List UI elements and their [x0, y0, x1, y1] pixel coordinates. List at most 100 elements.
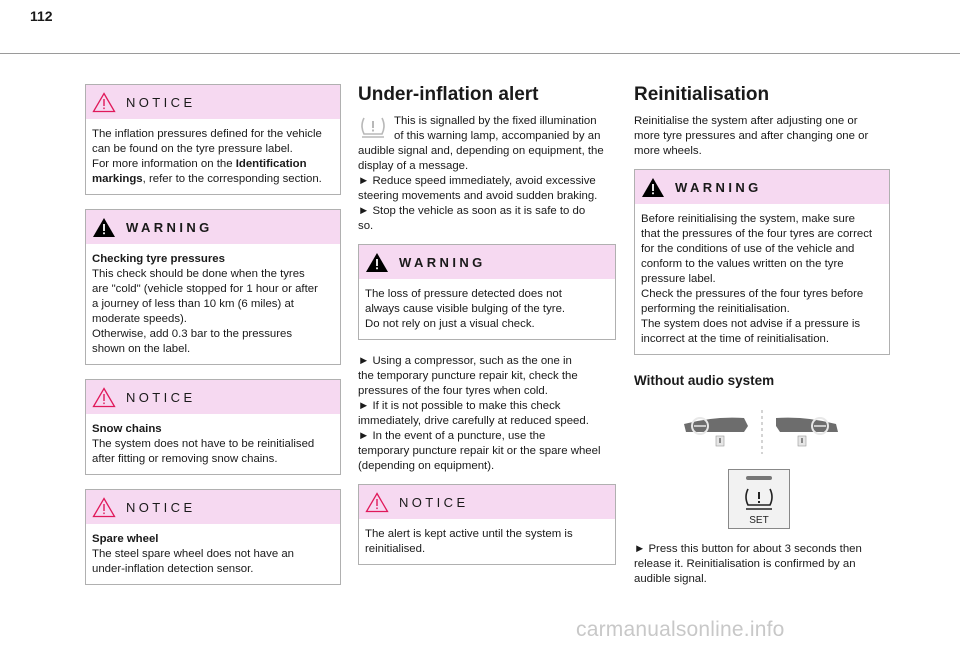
- column-2: Under-inflation alert This is signalled …: [358, 84, 616, 579]
- notice-header: NOTICE: [86, 490, 340, 524]
- box-heading: Checking tyre pressures: [92, 253, 225, 265]
- text-line: after fitting or removing snow chains.: [92, 453, 278, 465]
- notice-box-alert-active: NOTICE The alert is kept active until th…: [358, 484, 616, 565]
- text-line: The steel spare wheel does not have an: [92, 548, 295, 560]
- set-button-illustration: SET: [728, 469, 790, 529]
- notice-body: The alert is kept active until the syste…: [359, 519, 615, 564]
- warning-box-reinitialise: WARNING Before reinitialising the system…: [634, 169, 890, 355]
- warning-title: WARNING: [126, 219, 213, 235]
- text-line: Do not rely on just a visual check.: [365, 318, 535, 330]
- text-line: Before reinitialising the system, make s…: [641, 213, 855, 225]
- watermark: carmanualsonline.info: [576, 618, 785, 641]
- header-rule: [0, 53, 960, 54]
- text-line: Otherwise, add 0.3 bar to the pressures: [92, 328, 293, 340]
- warning-triangle-icon: [366, 252, 388, 272]
- notice-box-snow-chains: NOTICE Snow chains The system does not h…: [85, 379, 341, 475]
- subheading-without-audio: Without audio system: [634, 373, 775, 388]
- text-line: release it. Reinitialisation is confirme…: [634, 558, 856, 570]
- text-line: ► Reduce speed immediately, avoid excess…: [358, 175, 596, 187]
- text-span: , refer to the corresponding section.: [142, 173, 322, 185]
- text-line: The alert is kept active until the syste…: [365, 528, 573, 540]
- notice-triangle-icon: [365, 491, 389, 512]
- section-title-reinitialisation: Reinitialisation: [634, 84, 770, 105]
- text-line: Reinitialise the system after adjusting …: [634, 115, 858, 127]
- text-line: conform to the values written on the tyr…: [641, 258, 844, 270]
- notice-body: Snow chains The system does not have to …: [86, 414, 340, 474]
- dashboard-location-diagram: [684, 410, 838, 454]
- set-label: SET: [749, 515, 768, 526]
- text-line: For more information on the Identificati…: [92, 157, 334, 172]
- text-line: can be found on the tyre pressure label.: [92, 143, 293, 155]
- text-line: more wheels.: [634, 145, 702, 157]
- box-heading: Spare wheel: [92, 533, 159, 545]
- warning-box-pressure-loss: WARNING The loss of pressure detected do…: [358, 244, 616, 340]
- notice-title: NOTICE: [126, 499, 196, 515]
- column-1: NOTICE The inflation pressures defined f…: [85, 84, 341, 599]
- text-line: shown on the label.: [92, 343, 191, 355]
- warning-header: WARNING: [359, 245, 615, 279]
- text-line: The system does not have to be reinitial…: [92, 438, 315, 450]
- notice-body: Spare wheel The steel spare wheel does n…: [86, 524, 340, 584]
- page-number: 112: [30, 8, 53, 24]
- under-inflation-steps: ► Using a compressor, such as the one in…: [358, 354, 616, 474]
- text-line: a journey of less than 10 km (6 miles) a…: [92, 298, 294, 310]
- text-line: The system does not advise if a pressure…: [641, 318, 861, 330]
- notice-title: NOTICE: [399, 494, 469, 510]
- notice-header: NOTICE: [359, 485, 615, 519]
- notice-title: NOTICE: [126, 389, 196, 405]
- text-line: the temporary puncture repair kit, check…: [358, 370, 578, 382]
- dashboard-left-icon: [684, 417, 748, 447]
- notice-title: NOTICE: [126, 94, 196, 110]
- bold-term: Identification: [235, 158, 307, 170]
- column-3: Reinitialisation Reinitialise the system…: [634, 84, 890, 587]
- text-line: audible signal and, depending on equipme…: [358, 145, 604, 157]
- warning-body: The loss of pressure detected does not a…: [359, 279, 615, 339]
- section-title-under-inflation: Under-inflation alert: [358, 84, 539, 105]
- text-line: more tyre pressures and after changing o…: [634, 130, 869, 142]
- text-line: steering movements and avoid sudden brak…: [358, 190, 598, 202]
- text-line: temporary puncture repair kit or the spa…: [358, 445, 601, 457]
- warning-header: WARNING: [635, 170, 889, 204]
- text-line: ► Using a compressor, such as the one in: [358, 355, 572, 367]
- notice-triangle-icon: [92, 496, 116, 517]
- text-line: always cause visible bulging of the tyre…: [365, 303, 566, 315]
- warning-triangle-icon: [93, 217, 115, 237]
- warning-body: Checking tyre pressures This check shoul…: [86, 244, 340, 364]
- text-line: incorrect at the time of reinitialisatio…: [641, 333, 830, 345]
- text-line: moderate speeds).: [92, 313, 187, 325]
- text-line: markings, refer to the corresponding sec…: [92, 172, 334, 187]
- notice-header: NOTICE: [86, 85, 340, 119]
- notice-triangle-icon: [92, 91, 116, 112]
- text-line: performing the reinitialisation.: [641, 303, 790, 315]
- text-line: display of a message.: [358, 160, 469, 172]
- under-inflation-intro: This is signalled by the fixed illuminat…: [358, 114, 616, 234]
- text-line: reinitialised.: [365, 543, 426, 555]
- warning-box-tyre-pressure: WARNING Checking tyre pressures This che…: [85, 209, 341, 365]
- warning-triangle-icon: [642, 177, 664, 197]
- text-line: are "cold" (vehicle stopped for 1 hour o…: [92, 283, 318, 295]
- text-line: ► If it is not possible to make this che…: [358, 400, 561, 412]
- warning-title: WARNING: [675, 179, 762, 195]
- text-line: that the pressures of the four tyres are…: [641, 228, 873, 240]
- text-line: so.: [358, 220, 374, 232]
- text-line: ► In the event of a puncture, use the: [358, 430, 546, 442]
- dashboard-right-icon: [776, 417, 838, 447]
- text-line: ► Stop the vehicle as soon as it is safe…: [358, 205, 586, 217]
- text-line: of this warning lamp, accompanied by an: [394, 130, 601, 142]
- warning-header: WARNING: [86, 210, 340, 244]
- notice-body: The inflation pressures defined for the …: [86, 119, 340, 194]
- text-line: ► Press this button for about 3 seconds …: [634, 543, 862, 555]
- text-line: immediately, drive carefully at reduced …: [358, 415, 589, 427]
- notice-triangle-icon: [92, 386, 116, 407]
- warning-title: WARNING: [399, 254, 486, 270]
- reinitialisation-steps: ► Press this button for about 3 seconds …: [634, 542, 890, 587]
- text-line: (depending on equipment).: [358, 460, 495, 472]
- bold-term: markings: [92, 173, 143, 185]
- text-line: for the conditions of use of the vehicle…: [641, 243, 855, 255]
- text-line: The inflation pressures defined for the …: [92, 128, 322, 140]
- box-heading: Snow chains: [92, 423, 162, 435]
- text-line: pressure label.: [641, 273, 716, 285]
- notice-header: NOTICE: [86, 380, 340, 414]
- text-line: under-inflation detection sensor.: [92, 563, 254, 575]
- text-line: pressures of the four tyres when cold.: [358, 385, 548, 397]
